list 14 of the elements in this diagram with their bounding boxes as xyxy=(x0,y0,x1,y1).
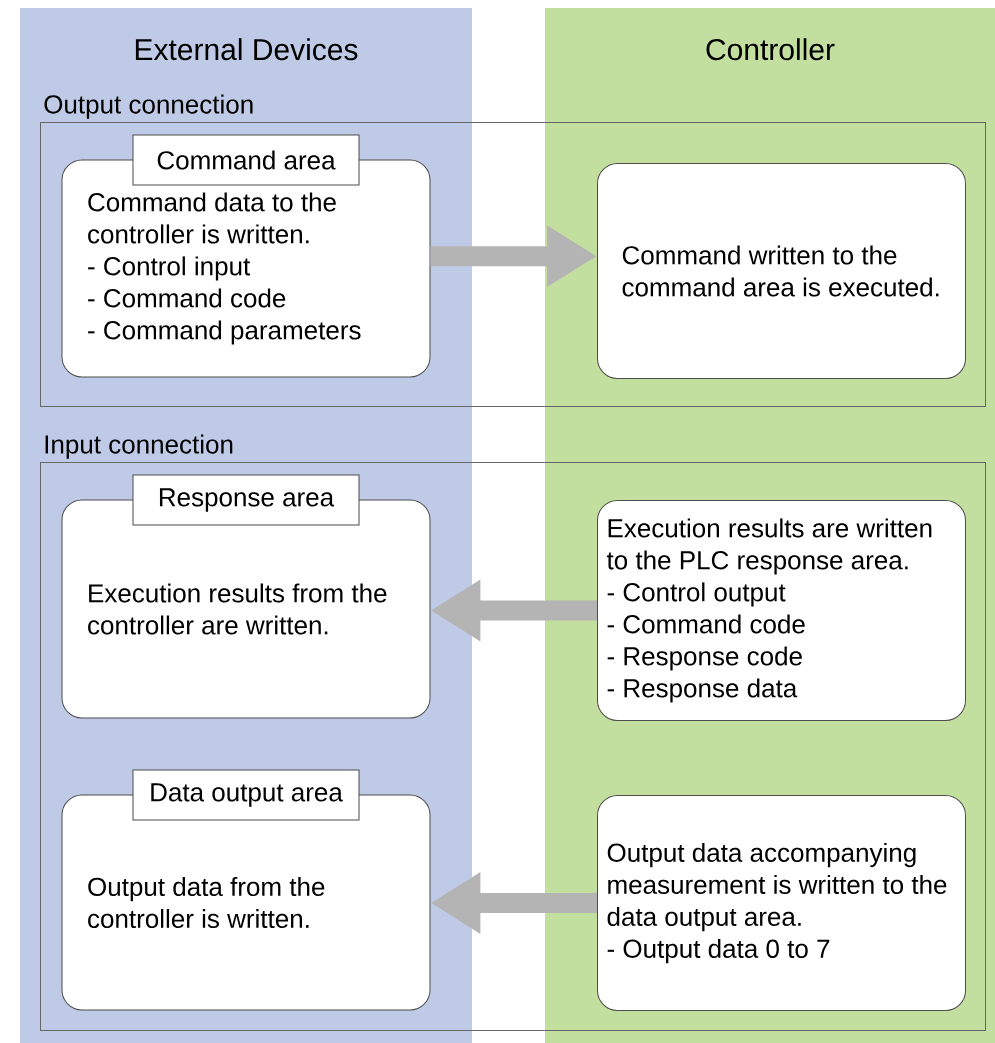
rounded-box: Execution results are written to the PLC response area. - Control output - Command code - Response code - Response data xyxy=(597,500,966,721)
rounded-box: Command written to the command area is executed. xyxy=(597,163,966,379)
node-label: - Control input xyxy=(88,256,251,281)
section-heading: Output connection xyxy=(44,94,253,119)
tab-box: Data output area xyxy=(132,769,360,821)
node-label: - Command code xyxy=(88,288,286,308)
section-heading: Input connection xyxy=(45,434,233,459)
column-heading: Controller xyxy=(706,38,835,61)
tab-box: Command area xyxy=(132,134,360,186)
column-heading: External Devices xyxy=(135,38,358,61)
tab-box: Response area xyxy=(132,474,360,526)
rounded-box: Output data accompanying measurement is written to the data output area. - Output data 0 to 7 xyxy=(597,795,966,1011)
node-label: - Command parameters xyxy=(88,320,361,345)
node-label: Command data to the controller is written. xyxy=(88,192,336,244)
